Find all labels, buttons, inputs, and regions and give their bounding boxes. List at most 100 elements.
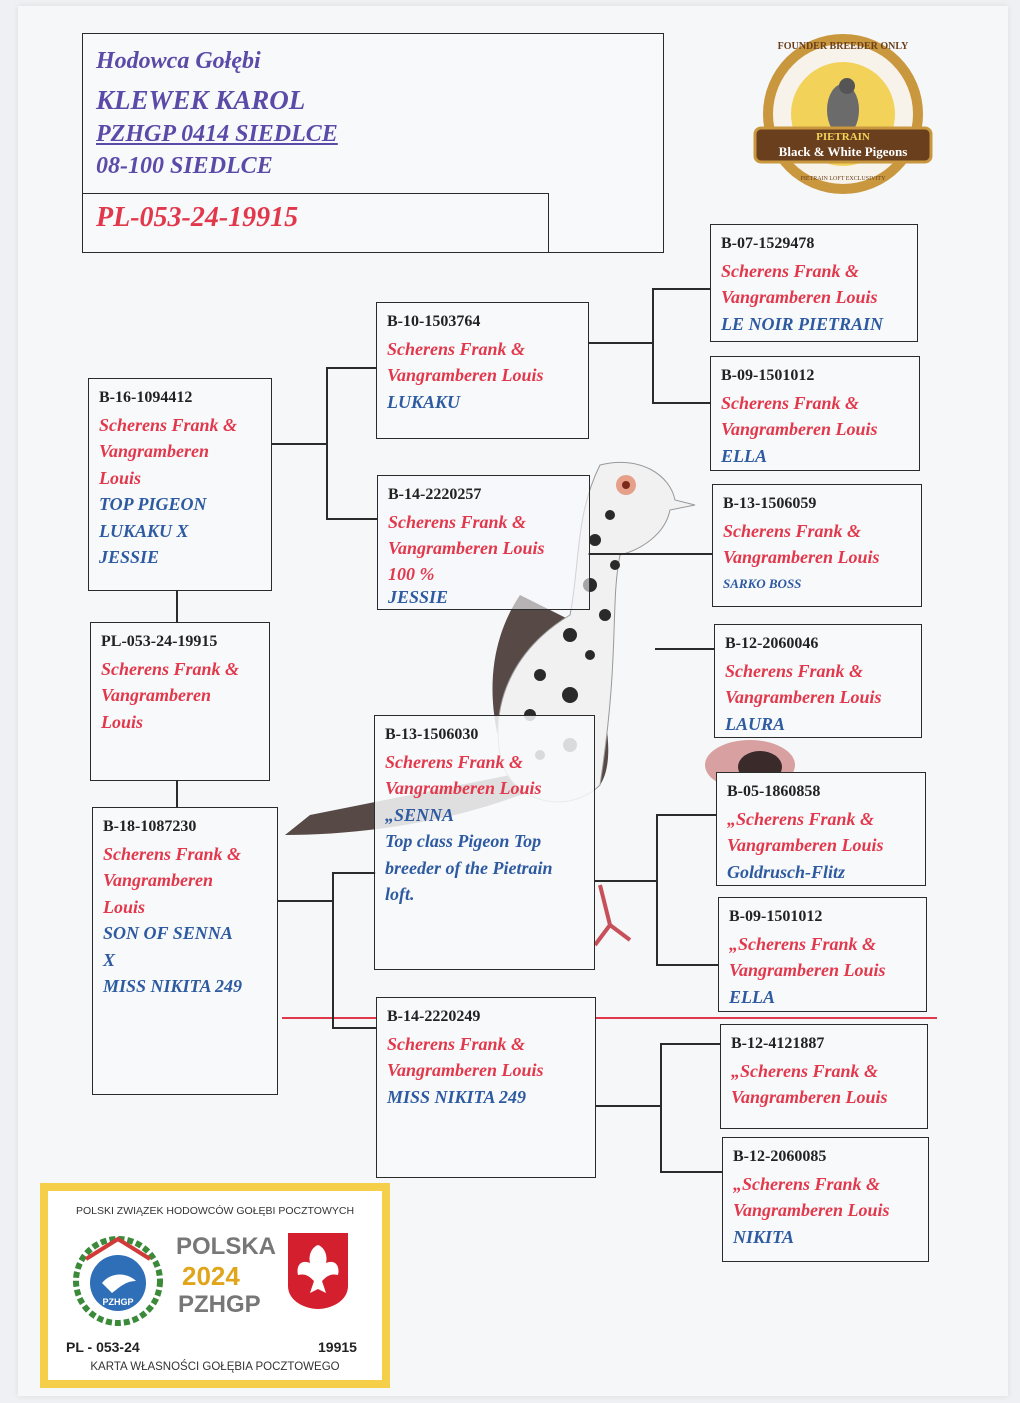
breeder: Vangramberen Louis	[729, 960, 886, 980]
pigeon-name: LE NOIR PIETRAIN	[721, 313, 884, 334]
breeder: Scherens Frank &	[387, 338, 526, 359]
connector	[594, 880, 658, 882]
connector	[652, 288, 710, 290]
sire-sire-box: B-10-1503764 Scherens Frank & Vangramber…	[376, 302, 589, 439]
pigeon-name: LUKAKU	[387, 391, 461, 412]
ancestor-box-6: B-09-1501012 „Scherens Frank & Vangrambe…	[718, 897, 927, 1012]
connector	[332, 1027, 376, 1029]
ring-number: B-14-2220249	[387, 1008, 481, 1025]
pigeon-name: NIKITA	[733, 1226, 795, 1247]
header-line1: Hodowca Gołębi	[96, 48, 261, 74]
breeder: Louis	[101, 711, 144, 732]
pietrain-logo: FOUNDER BREEDER ONLY PIETRAIN Black & Wh…	[753, 34, 933, 194]
connector	[656, 964, 718, 966]
pigeon-note: breeder of the Pietrain	[385, 857, 553, 878]
pigeon-icon	[827, 84, 859, 136]
breeder: Scherens Frank &	[99, 414, 238, 435]
ring-number: B-12-2060046	[725, 635, 819, 652]
breeder: Vangramberen Louis	[725, 687, 882, 707]
polish-eagle-icon	[288, 1233, 348, 1309]
connector	[652, 402, 710, 404]
breeder: Vangramberen Louis	[731, 1087, 888, 1107]
pigeon-note: Top class Pigeon Top	[385, 831, 542, 851]
breeder: Scherens Frank &	[103, 843, 242, 864]
card-footer: KARTA WŁASNOŚCI GOŁĘBIA POCZTOWEGO	[90, 1361, 340, 1373]
ownership-card: POLSKI ZWIĄZEK HODOWCÓW GOŁĘBI POCZTOWYC…	[40, 1183, 390, 1388]
ancestor-box-3: B-13-1506059 Scherens Frank & Vangramber…	[712, 484, 922, 607]
connector	[326, 367, 377, 369]
breeder: „Scherens Frank &	[729, 933, 877, 954]
connector	[660, 1043, 720, 1045]
pigeon-name: SON OF SENNA	[103, 923, 233, 943]
red-divider	[282, 1017, 937, 1019]
pigeon-name: JESSIE	[99, 547, 160, 567]
pigeon-name: SARKO BOSS	[723, 575, 802, 591]
ancestor-box-2: B-09-1501012 Scherens Frank & Vangramber…	[710, 356, 920, 471]
breeder: Louis	[99, 467, 142, 488]
ownership-card-inner: POLSKI ZWIĄZEK HODOWCÓW GOŁĘBI POCZTOWYC…	[48, 1191, 382, 1380]
ring-number: B-05-1860858	[727, 783, 821, 800]
breeder: Louis	[103, 896, 146, 917]
sire-dam-box: B-14-2220257 Scherens Frank & Vangramber…	[377, 475, 590, 610]
ring-number: B-12-2060085	[733, 1148, 827, 1165]
pigeon-name: MISS NIKITA 249	[387, 1086, 527, 1107]
pigeon-name: LAURA	[725, 713, 786, 734]
connector	[332, 872, 376, 874]
breeder: Scherens Frank &	[101, 658, 240, 679]
breeder: Scherens Frank &	[721, 392, 860, 413]
ring-number: B-13-1506059	[723, 495, 817, 512]
breeder: Scherens Frank &	[725, 660, 864, 681]
sire-box: B-16-1094412 Scherens Frank & Vangramber…	[88, 378, 272, 591]
breeder: Vangramberen Louis	[387, 365, 544, 385]
connector	[655, 648, 714, 650]
ancestor-box-1: B-07-1529478 Scherens Frank & Vangramber…	[710, 224, 918, 342]
badge-label: PZHGP	[102, 1297, 133, 1307]
connector	[588, 342, 654, 344]
pigeon-name: X	[103, 949, 116, 970]
connector	[656, 814, 716, 816]
breeder: „Scherens Frank &	[731, 1060, 879, 1081]
ancestor-box-8: B-12-2060085 „Scherens Frank & Vangrambe…	[722, 1137, 929, 1262]
ring-number: B-18-1087230	[103, 818, 197, 835]
ring-number: B-12-4121887	[731, 1035, 825, 1052]
ancestor-box-7: B-12-4121887 „Scherens Frank & Vangrambe…	[720, 1024, 928, 1129]
ring-number: B-16-1094412	[99, 389, 193, 406]
ring-number: B-13-1506030	[385, 726, 479, 743]
dam-box: B-18-1087230 Scherens Frank & Vangramber…	[92, 807, 278, 1095]
pigeon-name: LUKAKU X	[99, 520, 189, 541]
logo-banner2: Black & White Pigeons	[779, 144, 908, 159]
pigeon-name: JESSIE	[388, 586, 449, 607]
connector	[272, 443, 328, 445]
logo-banner1: PIETRAIN	[816, 131, 870, 143]
breeder: Vangramberen	[103, 870, 214, 890]
pigeon-name: ELLA	[729, 986, 776, 1007]
breeder: Scherens Frank &	[721, 260, 860, 281]
connector	[332, 872, 334, 1029]
breeder: Scherens Frank &	[723, 520, 862, 541]
dam-dam-box: B-14-2220249 Scherens Frank & Vangramber…	[376, 997, 596, 1178]
pigeon-name: TOP PIGEON	[99, 494, 207, 514]
card-union: POLSKI ZWIĄZEK HODOWCÓW GOŁĘBI POCZTOWYC…	[75, 1205, 355, 1217]
pigeon-note: loft.	[385, 884, 415, 904]
connector	[596, 1105, 662, 1107]
card-ring-right: 19915	[318, 1339, 357, 1355]
breeder: Vangramberen Louis	[387, 1060, 544, 1080]
pedigree-note: 100 %	[388, 563, 435, 584]
card-ring-left: PL - 053-24	[66, 1339, 140, 1355]
breeder: „Scherens Frank &	[733, 1173, 881, 1194]
dam-sire-box: B-13-1506030 Scherens Frank & Vangramber…	[374, 715, 595, 970]
pigeon-name: MISS NIKITA 249	[103, 976, 243, 996]
ancestor-box-4: B-12-2060046 Scherens Frank & Vangramber…	[714, 624, 922, 738]
ring-number: B-10-1503764	[387, 313, 481, 330]
ring-number: PL-053-24-19915	[101, 633, 218, 650]
breeder: Scherens Frank &	[385, 751, 524, 772]
card-year: 2024	[182, 1261, 240, 1291]
connector	[176, 780, 178, 808]
pigeon-name: „SENNA	[385, 804, 455, 825]
breeder: „Scherens Frank &	[727, 808, 875, 829]
header-ring: PL-053-24-19915	[96, 202, 299, 233]
connector	[176, 590, 178, 623]
logo-bottom-text: PIETRAIN LOFT EXCLUSIVITY	[801, 176, 887, 182]
ring-number: B-09-1501012	[729, 908, 823, 925]
breeder: Vangramberen Louis	[727, 835, 884, 855]
